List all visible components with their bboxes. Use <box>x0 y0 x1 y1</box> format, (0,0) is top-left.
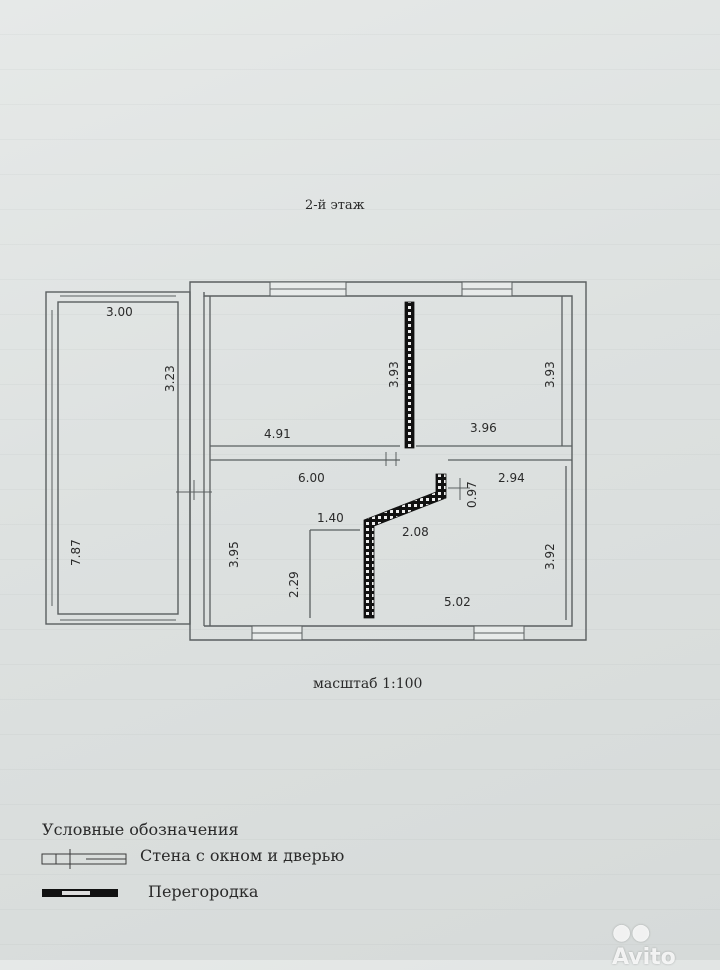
watermark-dots-icon: ●● <box>612 920 651 945</box>
main-outline <box>189 281 587 641</box>
dim-door-gap: 0.97 <box>465 481 479 508</box>
dim-bath-depth: 2.29 <box>287 571 301 598</box>
dim-room2-width: 3.96 <box>470 421 497 435</box>
dim-room3-width-top: 2.94 <box>498 471 525 485</box>
dim-room3-width: 5.02 <box>444 595 471 609</box>
dim-room1-width: 4.91 <box>264 427 291 441</box>
dim-partition-diag: 2.08 <box>402 525 429 539</box>
legend-title: Условные обозначения <box>42 820 239 839</box>
dim-veranda-length: 7.87 <box>69 539 83 566</box>
veranda-outline <box>45 291 191 625</box>
legend-partition-label: Перегородка <box>148 882 259 901</box>
floor-title: 2-й этаж <box>305 198 365 213</box>
door-marks <box>176 452 470 500</box>
dim-hall-depth: 3.95 <box>227 541 241 568</box>
legend-partition-symbol <box>42 889 118 897</box>
watermark-text: Avito <box>612 945 676 970</box>
scale-caption: масштаб 1:100 <box>313 676 423 692</box>
dim-veranda-width: 3.00 <box>106 305 133 319</box>
dim-room2-depth: 3.93 <box>543 361 557 388</box>
dim-room3-depth: 3.92 <box>543 543 557 570</box>
dim-hall-width: 6.00 <box>298 471 325 485</box>
window-marks <box>251 281 525 641</box>
legend-wall-symbol <box>41 849 127 869</box>
avito-watermark-logo: ●● Avito <box>612 920 720 970</box>
legend-wall-label: Стена с окном и дверью <box>140 846 345 865</box>
veranda-windows <box>51 295 176 621</box>
dim-bath-width: 1.40 <box>317 511 344 525</box>
interior-walls <box>203 296 572 626</box>
dim-veranda-inner: 3.23 <box>163 365 177 392</box>
partitions <box>363 301 447 619</box>
dim-room1-depth: 3.93 <box>387 361 401 388</box>
